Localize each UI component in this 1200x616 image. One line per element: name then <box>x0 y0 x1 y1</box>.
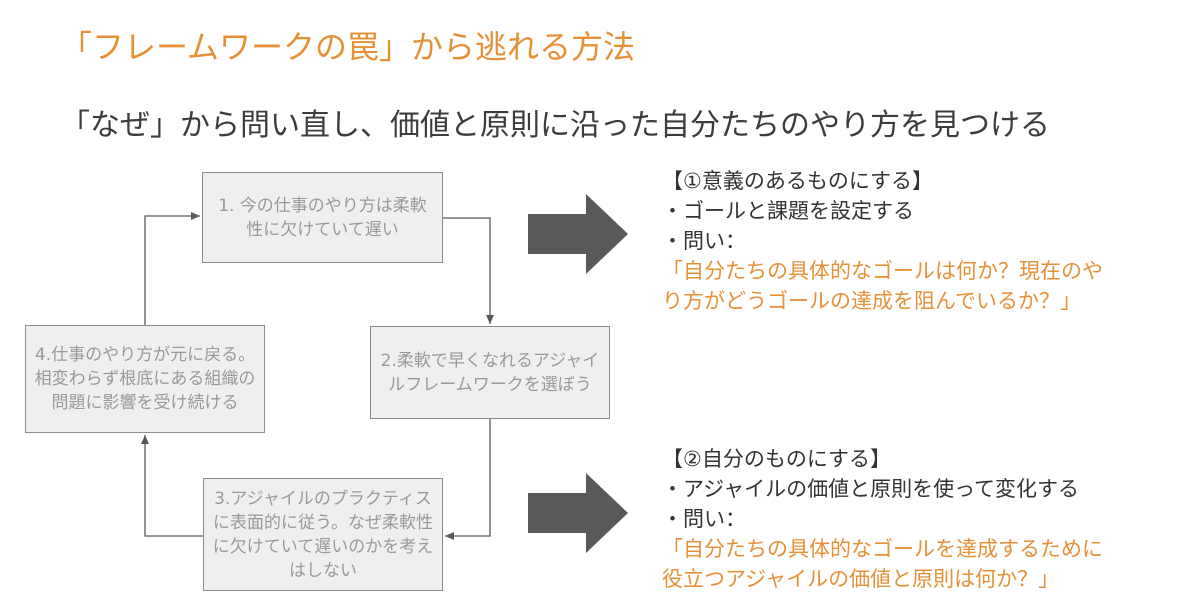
cycle-step-3-text: 3.アジャイルのプラクティスに表面的に従う。なぜ柔軟性に欠けていて遅いのかを考え… <box>212 488 434 581</box>
panel-bullet: ・ゴールと課題を設定する <box>662 199 914 223</box>
cycle-step-1: 1. 今の仕事のやり方は柔軟性に欠けていて遅い <box>202 172 443 263</box>
cycle-step-2: 2.柔軟で早くなれるアジャイルフレームワークを選ぼう <box>370 326 610 419</box>
right-arrow-icon <box>528 473 628 553</box>
approach-panel-2: 【②自分のものにする】 ・アジャイルの価値と原則を使って変化する ・問い： 「自… <box>662 444 1103 594</box>
cycle-step-4: 4.仕事のやり方が元に戻る。相変わらず根底にある組織の問題に影響を受け続ける <box>25 325 265 433</box>
cycle-step-3: 3.アジャイルのプラクティスに表面的に従う。なぜ柔軟性に欠けていて遅いのかを考え… <box>203 478 443 591</box>
connector-1-to-2 <box>443 217 494 324</box>
cycle-step-2-text: 2.柔軟で早くなれるアジャイルフレームワークを選ぼう <box>380 350 600 395</box>
panel-heading: 【②自分のものにする】 <box>662 447 892 471</box>
panel-question-line: 「自分たちの具体的なゴールを達成するために <box>662 537 1103 561</box>
page-title: 「フレームワークの罠」から逃れる方法 <box>60 28 636 66</box>
cycle-step-1-text: 1. 今の仕事のやり方は柔軟性に欠けていて遅い <box>218 195 427 240</box>
cycle-step-4-text: 4.仕事のやり方が元に戻る。相変わらず根底にある組織の問題に影響を受け続ける <box>34 345 256 413</box>
panel-bullet: ・アジャイルの価値と原則を使って変化する <box>662 477 1080 501</box>
right-arrow-icon <box>528 194 628 274</box>
connector-2-to-3 <box>445 419 491 540</box>
page-subtitle: 「なぜ」から問い直し、価値と原則に沿った自分たちのやり方を見つける <box>60 108 1050 143</box>
panel-question-label: ・問い： <box>662 229 746 253</box>
connector-4-to-1 <box>144 212 200 325</box>
connector-3-to-4 <box>141 435 203 537</box>
panel-question-label: ・問い： <box>662 507 746 531</box>
panel-heading: 【①意義のあるものにする】 <box>662 169 934 193</box>
panel-question-line: 「自分たちの具体的なゴールは何か？現在のや <box>662 259 1103 283</box>
panel-question-line: 役立つアジャイルの価値と原則は何か？」 <box>662 567 1060 591</box>
panel-question-line: り方がどうゴールの達成を阻んでいるか？」 <box>662 289 1081 313</box>
approach-panel-1: 【①意義のあるものにする】 ・ゴールと課題を設定する ・問い： 「自分たちの具体… <box>662 166 1103 316</box>
